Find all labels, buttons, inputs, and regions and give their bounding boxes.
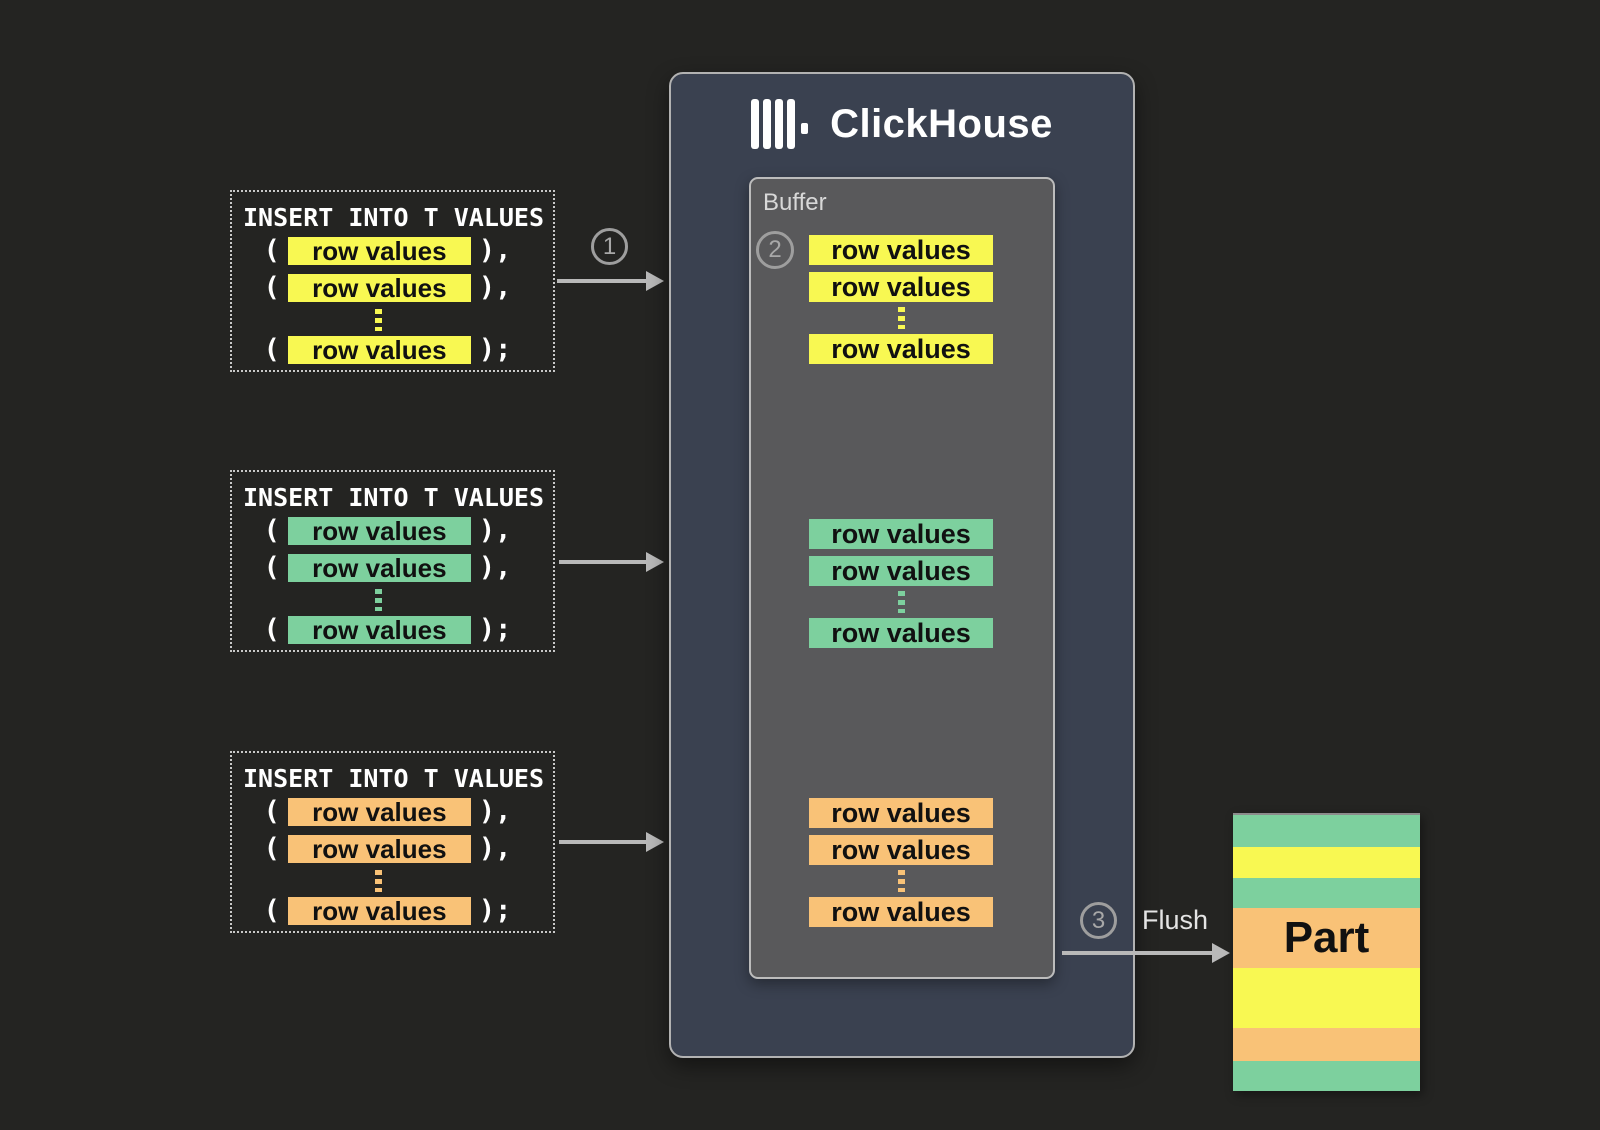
insert-rows: ( row values ), ( row values ), ( row va… [232,235,553,373]
clickhouse-logo-icon [751,98,809,150]
part-block: Part [1233,813,1420,1091]
open-paren: ( [263,796,280,827]
close-paren: ), [478,552,512,583]
buffer-group-yellow: row values row values row values [809,235,993,371]
step-3-badge: 3 [1080,902,1117,939]
insert-row: ( row values ), [263,833,512,864]
ellipsis-dots-icon [375,589,382,611]
ellipsis-dots-icon [375,309,382,331]
row-values-chip: row values [287,834,471,864]
arrowhead-icon [646,552,664,572]
close-paren: ), [478,833,512,864]
arrow-insert-3 [559,840,647,844]
buffer-row: row values [809,618,993,648]
close-paren: ); [478,895,512,926]
row-values-chip: row values [287,516,471,546]
insert-row: ( row values ), [263,515,512,546]
row-values-chip: row values [287,615,471,645]
buffer-row: row values [809,334,993,364]
arrowhead-icon [646,271,664,291]
arrowhead-icon [646,832,664,852]
step-1-badge: 1 [591,228,628,265]
insert-title: INSERT INTO T VALUES [243,483,545,512]
part-stripe-green [1233,815,1420,847]
arrowhead-icon [1212,943,1230,963]
open-paren: ( [263,272,280,303]
insert-row: ( row values ); [263,334,512,365]
close-paren: ), [478,796,512,827]
buffer-row: row values [809,519,993,549]
row-values-chip: row values [287,236,471,266]
part-stripe-orange [1233,908,1420,968]
arrow-insert-1 [557,279,647,283]
ellipsis-dots-icon [375,870,382,892]
row-values-chip: row values [287,273,471,303]
close-paren: ), [478,272,512,303]
row-values-chip: row values [287,335,471,365]
close-paren: ); [478,334,512,365]
buffer-group-orange: row values row values row values [809,798,993,934]
insert-row: ( row values ), [263,235,512,266]
close-paren: ), [478,515,512,546]
close-paren: ); [478,614,512,645]
open-paren: ( [263,515,280,546]
row-values-chip: row values [287,896,471,926]
insert-statement-block-3: INSERT INTO T VALUES ( row values ), ( r… [230,751,555,933]
clickhouse-title: ClickHouse [830,101,1053,146]
arrow-flush [1062,951,1214,955]
insert-title: INSERT INTO T VALUES [243,203,545,232]
buffer-row: row values [809,272,993,302]
insert-row: ( row values ); [263,895,512,926]
part-stripe-green [1233,878,1420,908]
buffer-row: row values [809,897,993,927]
buffer-label: Buffer [763,189,827,216]
part-stripe-green [1233,1061,1420,1091]
insert-statement-block-2: INSERT INTO T VALUES ( row values ), ( r… [230,470,555,652]
buffer-row: row values [809,835,993,865]
part-stripe-orange [1233,1028,1420,1061]
part-label: Part [1283,913,1370,962]
flush-label: Flush [1142,905,1209,935]
insert-row: ( row values ); [263,614,512,645]
insert-rows: ( row values ), ( row values ), ( row va… [232,515,553,653]
close-paren: ), [478,235,512,266]
insert-row: ( row values ), [263,796,512,827]
open-paren: ( [263,235,280,266]
buffer-row: row values [809,556,993,586]
clickhouse-panel: ClickHouse Buffer 2 row values row value… [669,72,1135,1058]
insert-row: ( row values ), [263,552,512,583]
ellipsis-dots-icon [897,870,905,892]
ellipsis-dots-icon [897,591,905,613]
open-paren: ( [263,334,280,365]
buffer-row: row values [809,798,993,828]
insert-title: INSERT INTO T VALUES [243,764,545,793]
part-stripes [1233,815,1420,1091]
insert-rows: ( row values ), ( row values ), ( row va… [232,796,553,934]
buffer-row: row values [809,235,993,265]
insert-row: ( row values ), [263,272,512,303]
open-paren: ( [263,895,280,926]
row-values-chip: row values [287,553,471,583]
arrow-insert-2 [559,560,647,564]
part-stripe-yellow [1233,847,1420,878]
buffer-panel: Buffer 2 row values row values row value… [749,177,1055,979]
part-stripe-yellow [1233,968,1420,1028]
open-paren: ( [263,833,280,864]
insert-statement-block-1: INSERT INTO T VALUES ( row values ), ( r… [230,190,555,372]
row-values-chip: row values [287,797,471,827]
open-paren: ( [263,552,280,583]
clickhouse-header: ClickHouse [671,98,1133,150]
buffer-group-green: row values row values row values [809,519,993,655]
ellipsis-dots-icon [897,307,905,329]
open-paren: ( [263,614,280,645]
step-2-badge: 2 [756,231,794,269]
